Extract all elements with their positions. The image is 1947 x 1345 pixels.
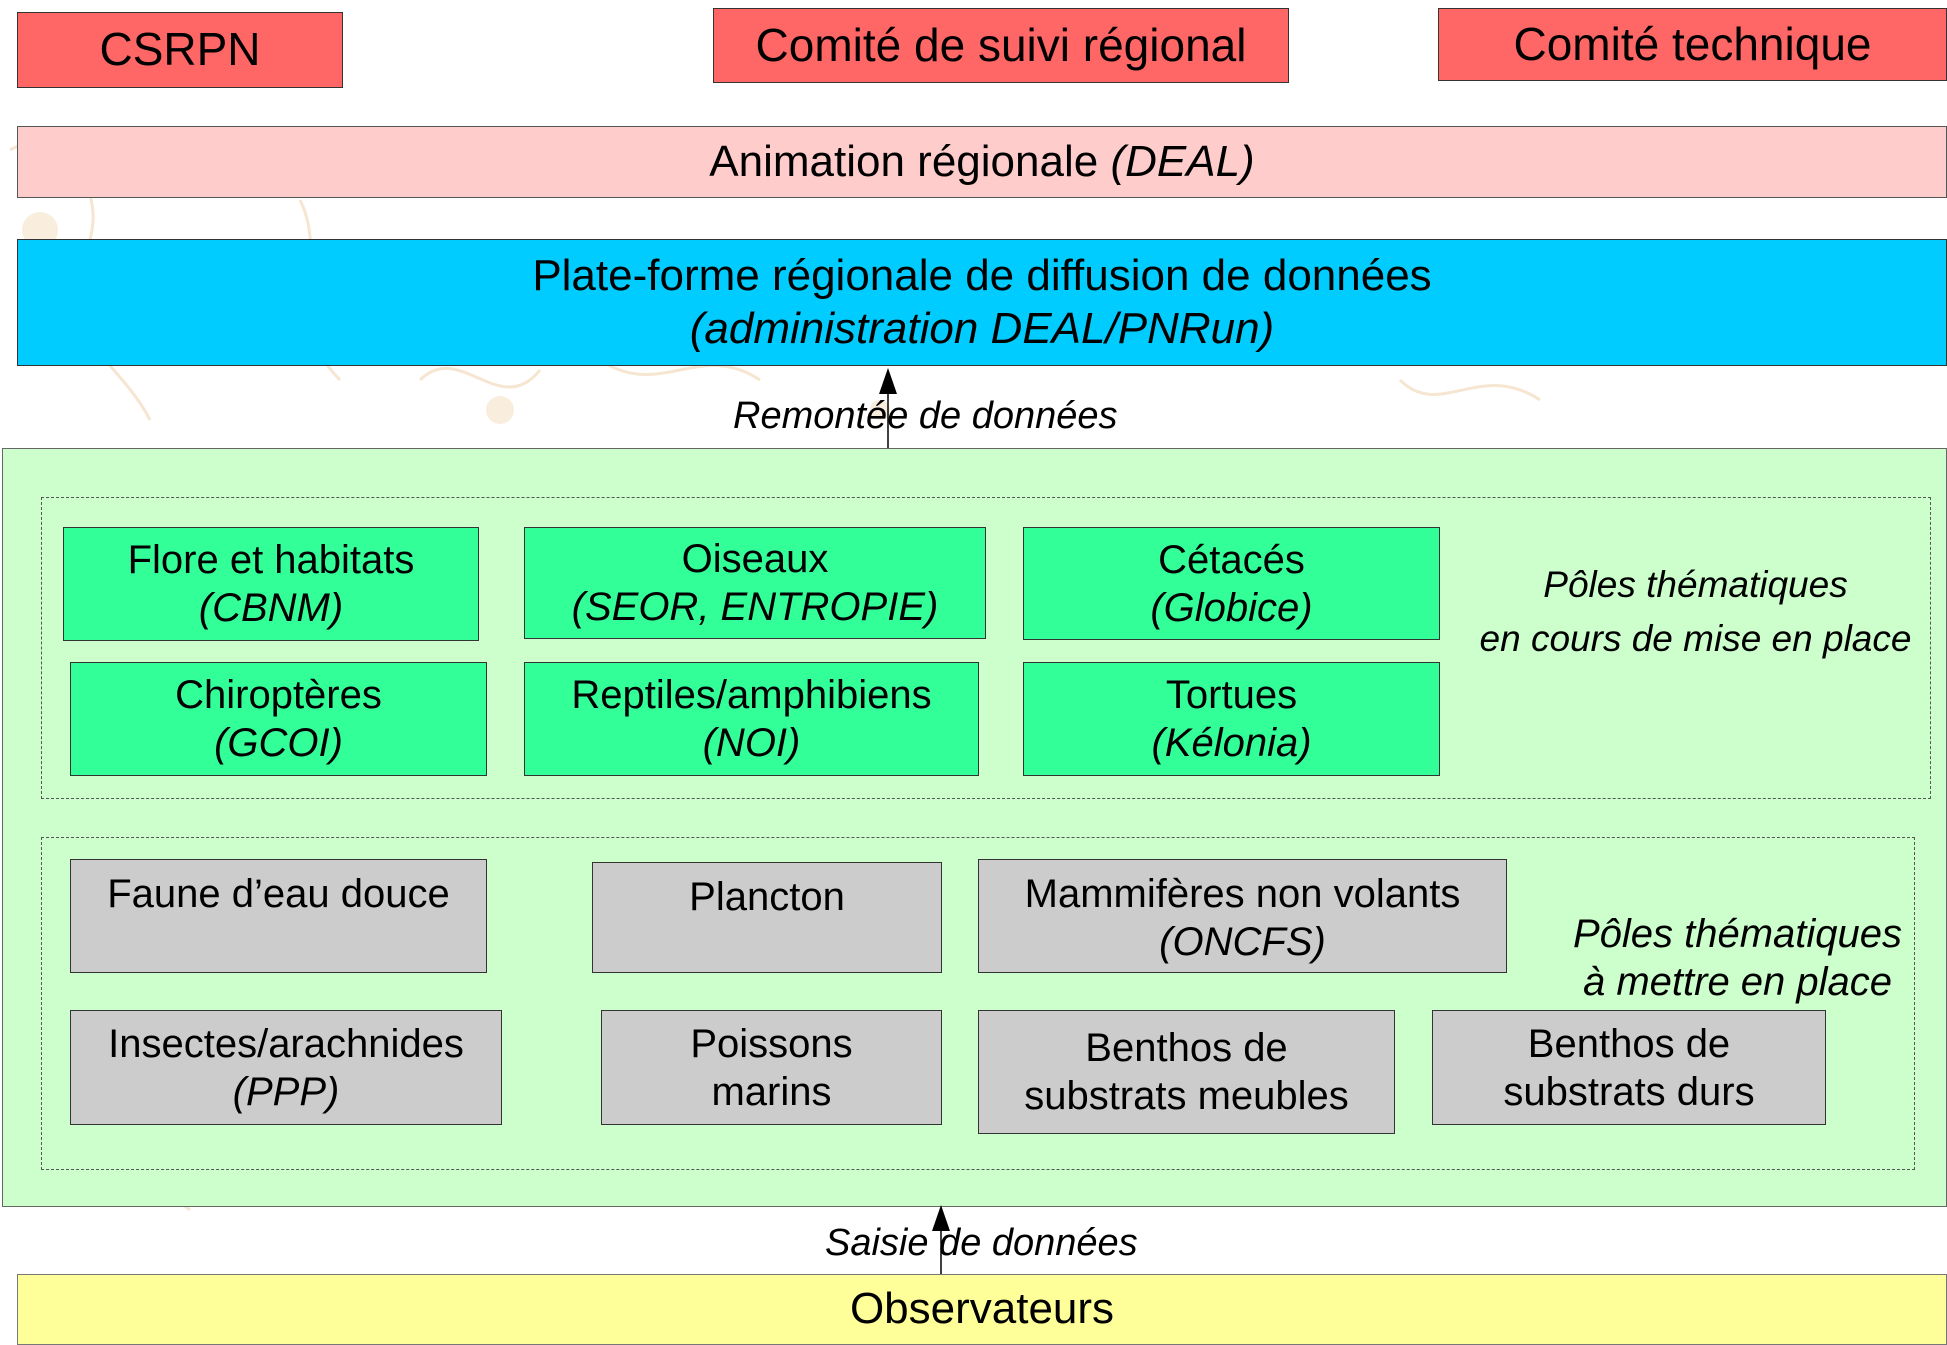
committee-technique-label: Comité technique (1513, 17, 1872, 70)
flow-label-remontee: Remontée de données (733, 395, 1118, 437)
label-poles-a-mettre-line1: Pôles thématiques (1572, 912, 1903, 956)
pole-name: Flore et habitats (127, 538, 415, 582)
pole-benthos-meubles: Benthos de substrats meubles (978, 1010, 1395, 1134)
pole-name: Tortues (1165, 673, 1298, 717)
pole-name-line2: substrats meubles (1024, 1074, 1349, 1118)
pole-tortues: Tortues (Kélonia) (1023, 662, 1440, 776)
group-poles-a-mettre (41, 837, 1915, 1170)
pole-name: Mammifères non volants (1024, 872, 1461, 916)
pole-poissons-marins: Poissons marins (601, 1010, 942, 1125)
pole-name: Cétacés (1158, 537, 1305, 582)
pole-name: Chiroptères (175, 673, 382, 717)
label-poles-en-cours-line1: Pôles thématiques (1543, 564, 1848, 605)
pole-insectes-arachnides: Insectes/arachnides (PPP) (70, 1010, 502, 1125)
pole-org: (CBNM) (198, 586, 344, 630)
pole-chiropteres: Chiroptères (GCOI) (70, 662, 487, 776)
pole-name: Insectes/arachnides (108, 1021, 464, 1066)
pole-org: (NOI) (702, 721, 801, 765)
animation-regionale: Animation régionale (DEAL) (17, 126, 1947, 198)
observateurs-label: Observateurs (849, 1284, 1115, 1334)
committee-suivi-regional: Comité de suivi régional (713, 8, 1289, 83)
pole-org: (Kélonia) (1151, 721, 1312, 765)
pole-org: (SEOR, ENTROPIE) (571, 585, 939, 629)
pole-name: Faune d’eau douce (107, 872, 450, 916)
plateforme-line1: Plate-forme régionale de diffusion de do… (532, 250, 1432, 300)
pole-mammiferes-non-volants: Mammifères non volants (ONCFS) (978, 859, 1507, 973)
pole-org: (Globice) (1150, 585, 1313, 630)
committee-technique: Comité technique (1438, 8, 1947, 81)
committee-csrpn: CSRPN (17, 12, 343, 88)
pole-cetaces: Cétacés (Globice) (1023, 527, 1440, 640)
pole-plancton: Plancton (592, 862, 942, 973)
pole-org: (ONCFS) (1159, 920, 1326, 964)
plateforme-regionale: Plate-forme régionale de diffusion de do… (17, 239, 1947, 366)
pole-name: Plancton (689, 875, 845, 919)
animation-org: (DEAL) (1110, 136, 1255, 186)
pole-flore-habitats: Flore et habitats (CBNM) (63, 527, 479, 641)
committee-csrpn-label: CSRPN (99, 23, 261, 76)
pole-oiseaux: Oiseaux (SEOR, ENTROPIE) (524, 527, 986, 639)
label-poles-en-cours-line2: en cours de mise en place (1479, 617, 1912, 659)
observateurs: Observateurs (17, 1274, 1947, 1345)
animation-label: Animation régionale (709, 136, 1099, 186)
label-poles-a-mettre: Pôles thématiques à mettre en place (1530, 910, 1945, 1006)
pole-org: (PPP) (232, 1069, 340, 1114)
pole-name-line1: Benthos de (1085, 1026, 1288, 1070)
flow-label-saisie: Saisie de données (825, 1222, 1138, 1264)
label-poles-a-mettre-line2: à mettre en place (1582, 960, 1893, 1004)
pole-benthos-durs: Benthos de substrats durs (1432, 1010, 1826, 1125)
pole-name: Reptiles/amphibiens (571, 673, 932, 717)
pole-reptiles-amphibiens: Reptiles/amphibiens (NOI) (524, 662, 979, 776)
pole-faune-eau-douce: Faune d’eau douce (70, 859, 487, 973)
committee-suivi-label: Comité de suivi régional (755, 18, 1247, 71)
group-poles-en-cours (41, 497, 1931, 799)
pole-name-line1: Benthos de (1527, 1021, 1731, 1066)
pole-name: Oiseaux (681, 537, 829, 581)
pole-name-line2: marins (711, 1069, 832, 1114)
pole-name-line2: substrats durs (1503, 1069, 1755, 1114)
pole-org: (GCOI) (214, 721, 343, 765)
arrow-remontee-head (879, 368, 897, 394)
plateforme-line2: (administration DEAL/PNRun) (689, 303, 1275, 353)
pole-name-line1: Poissons (690, 1021, 853, 1066)
label-poles-en-cours: Pôles thématiques en cours de mise en pl… (1448, 558, 1943, 665)
